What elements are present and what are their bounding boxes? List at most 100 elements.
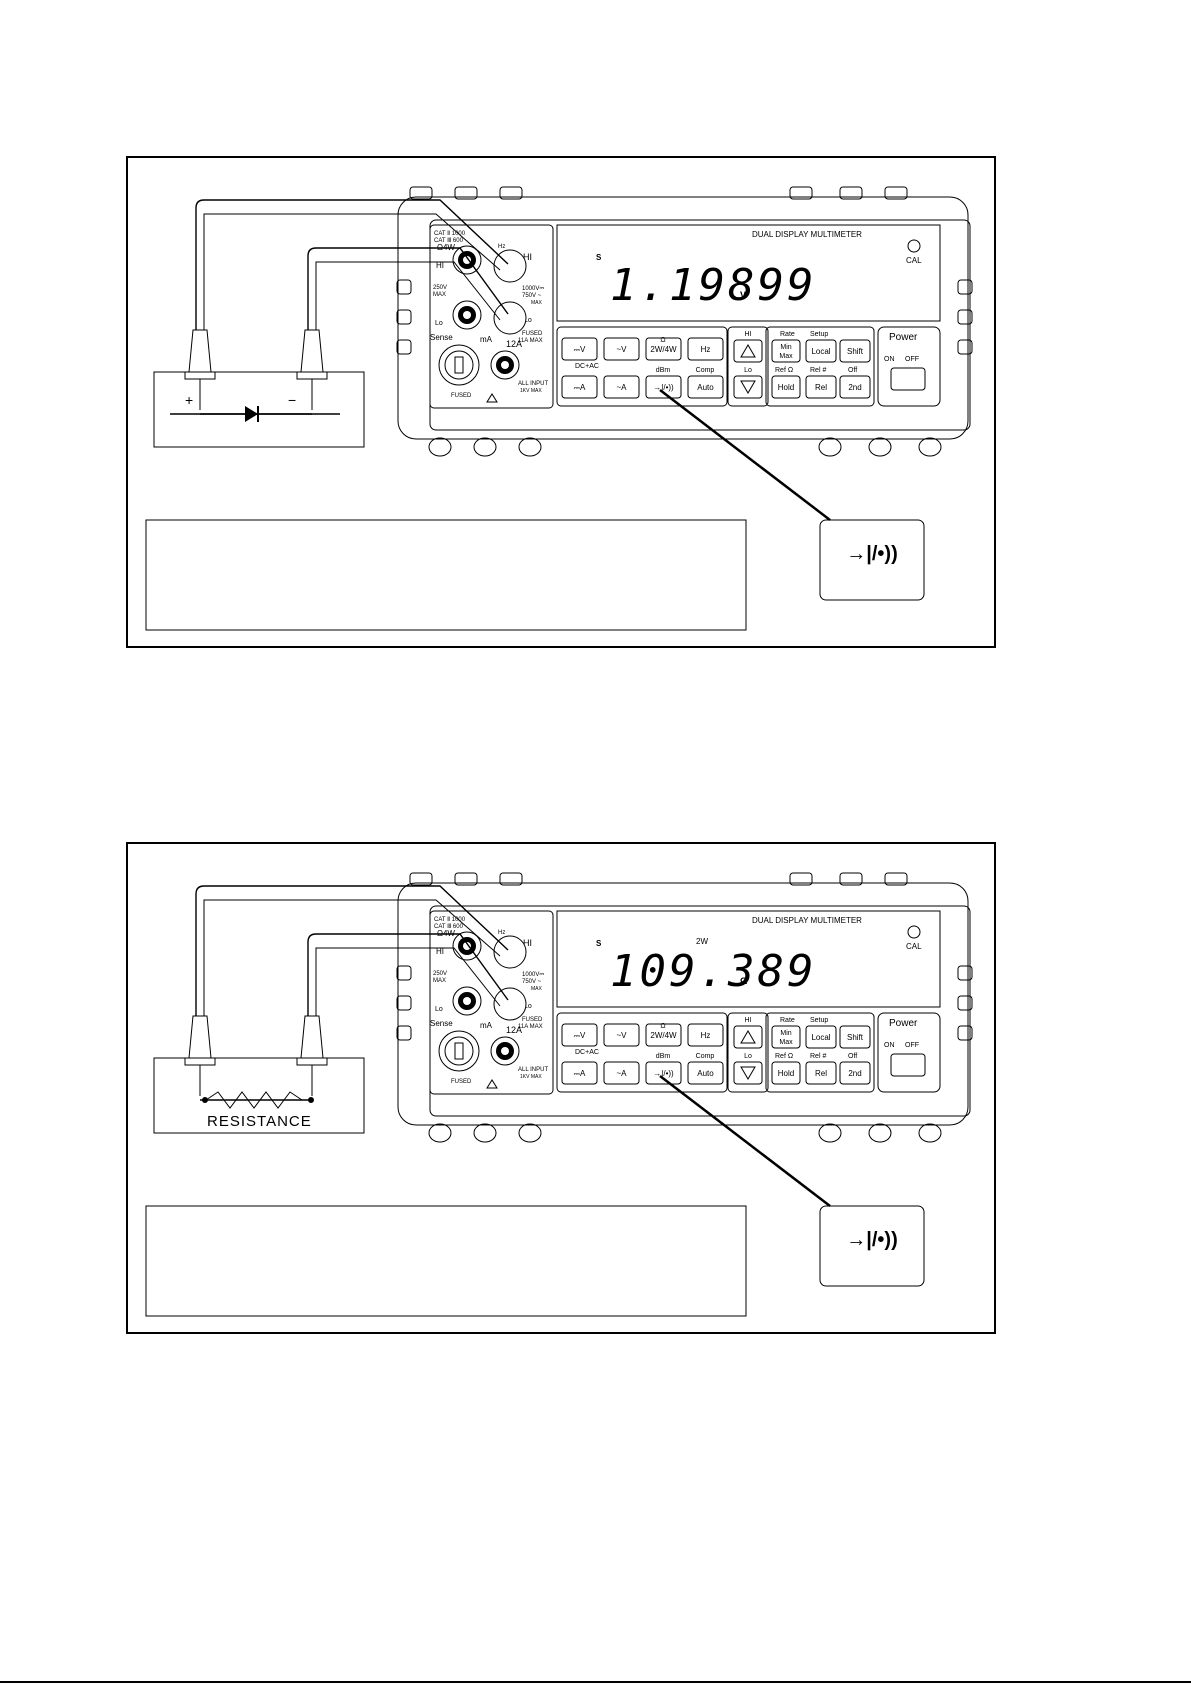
bottom-foot — [868, 1123, 892, 1143]
cal-label: CAL — [906, 942, 922, 951]
hz-button — [687, 337, 724, 361]
dcv-button-label: ⎓V — [574, 1031, 586, 1040]
down-button — [733, 1061, 763, 1085]
a11-label: 11A MAX — [518, 1024, 543, 1030]
top-foot — [409, 186, 433, 200]
lo-terminal-label: Lo — [435, 320, 443, 327]
top-foot — [884, 872, 908, 886]
down-arrow-icon — [740, 380, 756, 394]
lo-terminal-label: Lo — [435, 1006, 443, 1013]
probe-handle — [188, 329, 212, 373]
shift-button — [839, 1025, 871, 1049]
right-tab — [957, 995, 973, 1011]
dcv-button-label: ⎓V — [574, 345, 586, 354]
acv-button — [603, 337, 640, 361]
top-foot — [499, 186, 523, 200]
fused-label-2: FUSED — [522, 331, 543, 337]
hi-key-label: HI — [745, 1017, 752, 1024]
probe-guard — [296, 1057, 328, 1066]
min-label: Min — [780, 1030, 791, 1037]
top-foot — [454, 186, 478, 200]
fused-label: FUSED — [451, 393, 472, 399]
meter-outline — [397, 196, 969, 440]
red-lead — [195, 885, 509, 1016]
setup-label: Setup — [810, 1017, 828, 1024]
meter-outline — [397, 882, 969, 1126]
sense-label: Sense — [430, 333, 453, 342]
black-lead-inner — [315, 261, 501, 330]
right-hi-label: HI — [523, 252, 532, 262]
minmax-button — [771, 1025, 801, 1049]
second-button-label: 2nd — [848, 1069, 861, 1078]
a11-label: 11A MAX — [518, 338, 543, 344]
max-label-2: MAX — [531, 986, 543, 992]
right-hi-label: HI — [523, 938, 532, 948]
max-label: MAX — [433, 292, 446, 298]
top-foot — [789, 872, 813, 886]
fuse-holder — [438, 344, 480, 386]
test-leads — [184, 199, 509, 410]
display-s-annunciator: S — [596, 939, 602, 948]
v250-label: 250V — [433, 285, 447, 291]
shift-button-label: Shift — [847, 1033, 864, 1042]
jack-core — [501, 1047, 509, 1055]
acv-button — [603, 1023, 640, 1047]
power-panel — [877, 326, 941, 407]
fused-label-2: FUSED — [522, 1017, 543, 1023]
local-button-label: Local — [811, 1033, 830, 1042]
callout-key: →|/•)) — [819, 1205, 925, 1287]
bottom-foot — [518, 1123, 542, 1143]
callout-symbol: →|/•)) — [846, 543, 897, 565]
off-label: OFF — [905, 356, 919, 363]
plug-lo — [493, 987, 527, 1021]
jack-ring — [452, 300, 482, 330]
top-foot — [839, 186, 863, 200]
fuse-inner — [444, 350, 474, 380]
auto-button — [687, 375, 724, 399]
left-tab — [396, 1025, 412, 1041]
ma-label: mA — [480, 1021, 493, 1030]
display-title: DUAL DISPLAY MULTIMETER — [752, 230, 862, 239]
bottom-foot — [428, 1123, 452, 1143]
fuse-slot — [454, 1042, 464, 1060]
dbm-label: dBm — [656, 367, 671, 374]
cal-label: CAL — [906, 256, 922, 265]
dcv-button — [561, 1023, 598, 1047]
resistor-symbol — [205, 1091, 303, 1109]
freq-mark: Hz — [498, 930, 505, 936]
callout-symbol: →|/•)) — [846, 1229, 897, 1251]
jack-ring — [452, 245, 482, 275]
hz-button — [687, 1023, 724, 1047]
lo-key-label: Lo — [744, 1053, 752, 1060]
hold-button-label: Hold — [778, 383, 794, 392]
diode-symbol — [245, 406, 258, 422]
cat-rating-2: CAT Ⅲ 600 — [434, 238, 464, 244]
ref-label: Ref Ω — [775, 1053, 793, 1060]
right-lo-label: Lo — [524, 1003, 532, 1010]
button-panel-right — [765, 326, 875, 407]
ohm-button — [645, 337, 682, 361]
hz-button-label: Hz — [701, 1031, 711, 1040]
red-lead-inner — [203, 899, 501, 1016]
hold-button — [771, 375, 801, 399]
kv-max-label: 1KV MAX — [520, 388, 542, 394]
rel-top-label: Rel # — [810, 1053, 826, 1060]
jack-ring — [490, 350, 520, 380]
minus-sign: − — [288, 392, 296, 408]
page-bottom-rule — [0, 1681, 1191, 1683]
button-panel-mid — [727, 326, 769, 407]
warning-icon — [486, 393, 498, 403]
right-tab — [957, 279, 973, 295]
display-reading: 109.389 — [610, 946, 816, 997]
device-label: RESISTANCE — [207, 1113, 312, 1130]
hi-terminal-label: HI — [436, 261, 444, 270]
aca-button — [603, 375, 640, 399]
outer-frame — [126, 156, 996, 648]
warning-icon — [486, 1079, 498, 1089]
kv-max-label: 1KV MAX — [520, 1074, 542, 1080]
diode-button — [645, 1061, 682, 1085]
red-lead — [195, 199, 509, 330]
